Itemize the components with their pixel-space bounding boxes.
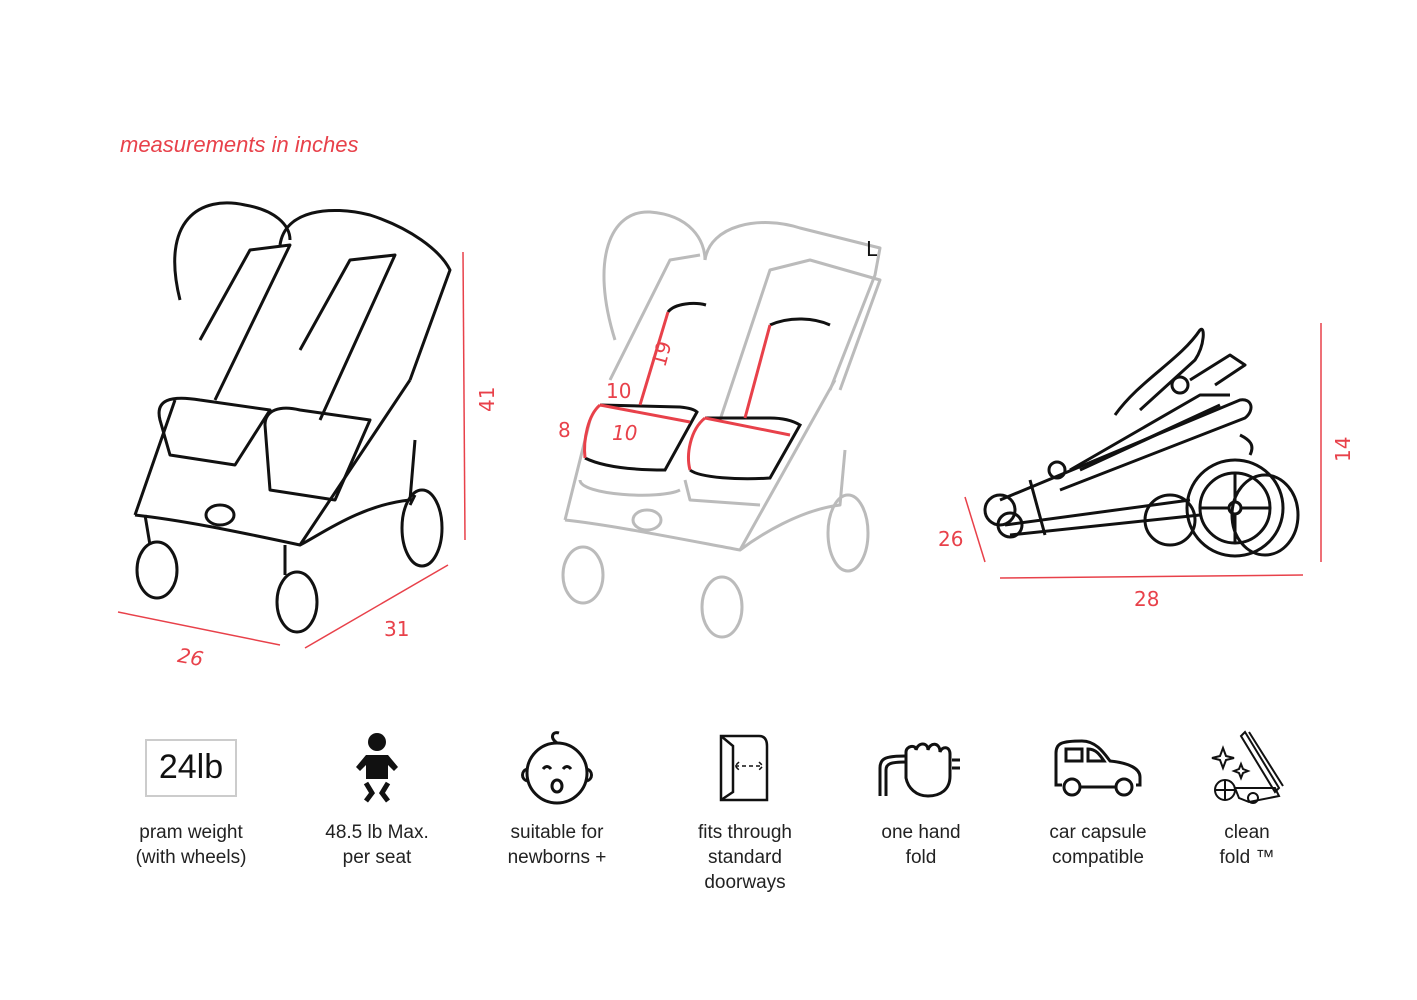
dim-folded-length-28: 28 xyxy=(1134,587,1159,611)
feature-label: newborns + xyxy=(507,847,607,868)
feature-label: standard xyxy=(708,847,782,868)
doorway-icon xyxy=(719,734,769,801)
feature-label: suitable for xyxy=(510,822,604,843)
dim-folded-height-14: 14 xyxy=(1331,437,1355,462)
feature-newborns: suitable for newborns + xyxy=(472,725,642,870)
feature-label: one hand xyxy=(881,822,961,843)
upright-dimension-lines xyxy=(117,251,466,649)
dim-folded-width-26: 26 xyxy=(938,527,963,551)
dim-seat-depth-10: 10 xyxy=(612,421,637,445)
upright-stroller-drawing xyxy=(133,201,452,634)
feature-label: pram weight xyxy=(139,822,243,843)
feature-label: fold ™ xyxy=(1219,847,1275,868)
dim-seat-width-10: 10 xyxy=(606,379,631,403)
feature-label: doorways xyxy=(704,872,786,893)
child-icon xyxy=(356,732,398,802)
feature-car-capsule: car capsule compatible xyxy=(1013,725,1183,870)
feature-label: car capsule xyxy=(1049,822,1147,843)
feature-label: (with wheels) xyxy=(135,847,247,868)
feature-label: per seat xyxy=(342,847,412,868)
feature-clean-fold: clean fold ™ xyxy=(1162,725,1332,870)
feature-label: 48.5 lb Max. xyxy=(325,822,429,843)
car-icon xyxy=(1054,738,1142,796)
weight-box-icon: 24lb xyxy=(145,738,237,797)
corner-mark: L xyxy=(866,237,878,261)
dim-backrest-19: 19 xyxy=(647,338,677,369)
dim-depth-31: 31 xyxy=(384,617,409,641)
feature-label: fits through xyxy=(698,822,792,843)
feature-doorways: fits through standard doorways xyxy=(660,725,830,895)
hand-fold-icon xyxy=(878,742,960,798)
measurement-note: measurements in inches xyxy=(120,132,359,157)
clean-fold-icon xyxy=(1211,729,1284,804)
folded-dimension-lines xyxy=(964,323,1322,579)
dim-height-41: 41 xyxy=(475,387,499,412)
folded-stroller-drawing xyxy=(983,327,1300,558)
seat-outline xyxy=(584,302,831,481)
feature-label: clean xyxy=(1224,822,1270,843)
feature-max-weight: 48.5 lb Max. per seat xyxy=(292,725,462,870)
dim-leg-8: 8 xyxy=(558,418,571,442)
seat-dimension-lines xyxy=(583,311,791,471)
feature-label: fold xyxy=(905,847,937,868)
baby-face-icon xyxy=(521,730,593,804)
feature-one-hand-fold: one hand fold xyxy=(836,725,1006,870)
feature-pram-weight: 24lb pram weight (with wheels) xyxy=(106,725,276,870)
seat-stroller-drawing xyxy=(561,210,882,639)
feature-label: compatible xyxy=(1052,847,1144,868)
dim-width-26: 26 xyxy=(176,643,205,671)
stroller-diagrams: 41 26 31 L 19 10 10 8 xyxy=(117,201,1355,671)
